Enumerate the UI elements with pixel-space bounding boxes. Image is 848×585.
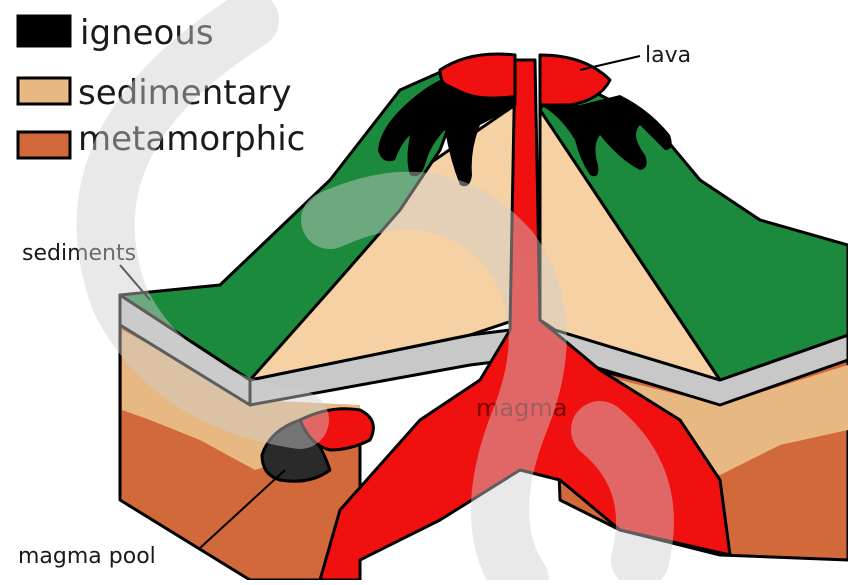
legend-swatch-metamorphic: [18, 132, 70, 158]
lava-leader-line: [580, 56, 640, 70]
legend-swatch-igneous: [18, 16, 70, 46]
legend-swatch-sedimentary: [18, 78, 70, 104]
lava-label: lava: [645, 43, 691, 68]
magma-pool-label: magma pool: [18, 544, 156, 569]
